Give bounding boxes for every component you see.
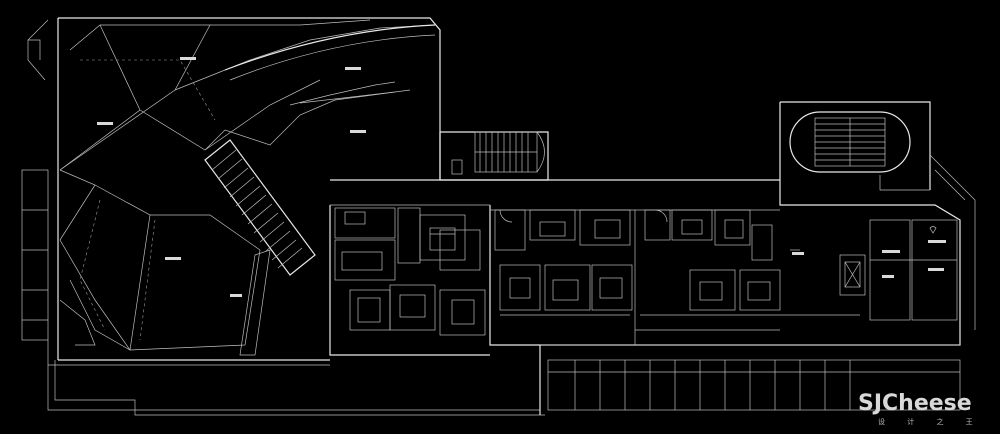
stair-tower-2	[779, 101, 976, 330]
south-facade	[539, 345, 961, 415]
apartment-units	[329, 179, 961, 356]
stair-tower-1	[439, 131, 549, 181]
roof-garden-area	[21, 17, 545, 416]
watermark-tagline: 设 计 之 王	[878, 417, 983, 426]
watermark-brand: SJCheese	[858, 391, 972, 416]
